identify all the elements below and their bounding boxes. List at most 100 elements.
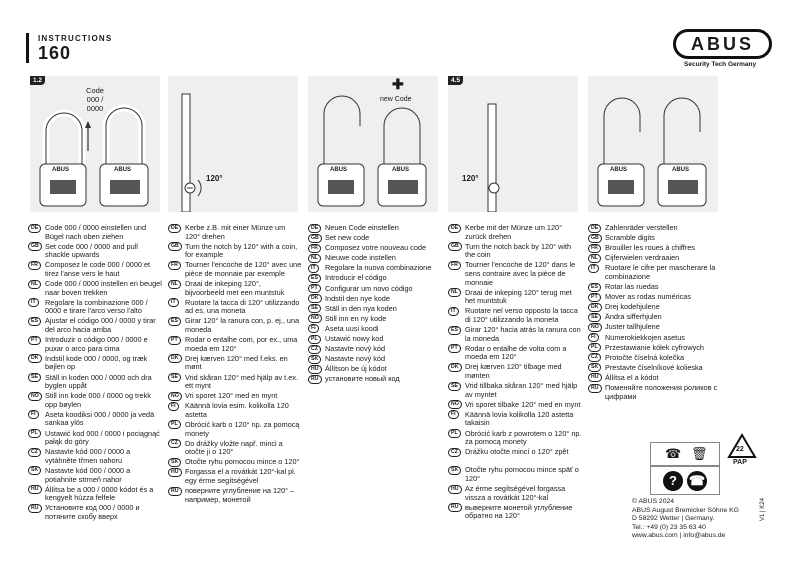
language-code-badge: IT (448, 306, 459, 316)
instruction-text: Поменяйте положения роликов с цифрами (605, 383, 718, 401)
instruction-text: Protočte číselná kolečka (605, 352, 685, 362)
language-code-badge: HU (168, 467, 182, 477)
language-code-badge: ES (588, 282, 601, 292)
recycle-icon (727, 433, 757, 458)
language-code-badge: IT (308, 263, 319, 273)
instruction-text: Ustawić kod 000 / 0000 i pociągnąć pałąk… (45, 428, 160, 447)
language-code-badge: HU (588, 373, 602, 383)
instruction-text: Indstil den nye kode (325, 293, 390, 303)
instruction-text: Nastavte kód 000 / 0000 a potiahnite str… (45, 465, 131, 484)
instruction-text: Numerokiekkojen asetus (605, 332, 685, 342)
telephone-icon: ☎ (687, 470, 707, 491)
code-label: Code 000 / 0000 (86, 86, 104, 113)
instruction-text: Kerbe mit der Münze um 120° zurück drehe… (465, 223, 563, 241)
instruction-text: Set code 000 / 0000 and pull shackle upw… (45, 241, 138, 260)
language-code-badge: DE (448, 223, 462, 233)
version-label: V1 | K24 (760, 498, 766, 521)
instruction-text: Ändra sifferhjulen (605, 312, 662, 322)
instruction-text: Tourner l'encoche de 120° avec une pièce… (185, 260, 302, 278)
instruction-text: Käännä lovia kolikolla 120 astetta takai… (465, 409, 574, 428)
language-code-badge: DK (28, 354, 42, 364)
language-code-badge: SK (448, 465, 462, 475)
instruction-text: Introduzir o código 000 / 0000 e puxar o… (45, 335, 148, 353)
instruction-text: Zahlenräder verstellen (605, 223, 678, 232)
doc-number: 160 (38, 43, 72, 63)
instruction-text: Cijferwielen verdraaien (605, 253, 680, 263)
company-web: www.abus.com | info@abus.de (632, 532, 726, 540)
instruction-text: Girar 120° hacia atrás la ranura con la … (465, 325, 581, 343)
header-bar (26, 33, 29, 63)
instruction-text: Scramble digits (605, 233, 655, 243)
language-code-badge: FR (168, 260, 181, 270)
language-code-badge: SK (308, 354, 322, 364)
plus-icon: ✚ (392, 76, 404, 92)
language-code-badge: SE (588, 312, 601, 322)
language-code-badge: RU (588, 383, 602, 393)
help-icons: ? ☎ (650, 466, 720, 495)
padlock-illustration (597, 97, 707, 207)
language-code-badge: RU (168, 486, 182, 496)
language-code-badge: PT (588, 292, 601, 302)
instruction-text: Turn the notch back by 120° with the coi… (465, 241, 572, 260)
language-code-badge: GB (168, 242, 182, 252)
instruction-text: Composez votre nouveau code (325, 243, 427, 253)
instruction-text: Indstil kode 000 / 0000, og træk bøjlen … (45, 353, 148, 372)
instruction-line: IT Ruotare nel verso opposto la tacca di … (448, 307, 582, 324)
language-code-badge: FR (448, 260, 461, 270)
lock-brand: ABUS (672, 167, 690, 173)
instruction-text: Set new code (325, 233, 370, 243)
rotation-angle: 120° (206, 174, 223, 183)
language-code-badge: PT (308, 284, 321, 294)
lock-brand: ABUS (610, 167, 628, 173)
instruction-text: Ställ in koden 000 / 0000 och dra byglen… (45, 372, 152, 391)
language-code-badge: NL (448, 288, 461, 298)
company-footer: © ABUS 2024 ABUS August Bremicker Söhne … (632, 498, 739, 541)
instruction-text: Ruotare nel verso opposto la tacca di 12… (465, 306, 578, 324)
language-code-badge: SK (168, 457, 182, 467)
language-code-badge: GB (28, 242, 42, 252)
instruction-text: Kerbe z.B. mit einer Münze um 120° drehe… (185, 223, 286, 241)
disposal-icons: ☎ 🗑 (650, 442, 720, 466)
language-code-badge: DK (308, 294, 322, 304)
abus-logo: ABUS (673, 29, 772, 59)
logo-text: ABUS (690, 33, 754, 54)
phone-icon: ☎ (665, 446, 682, 461)
question-icon: ? (663, 470, 683, 491)
instruction-text: Still inn en ny kode (325, 313, 387, 323)
